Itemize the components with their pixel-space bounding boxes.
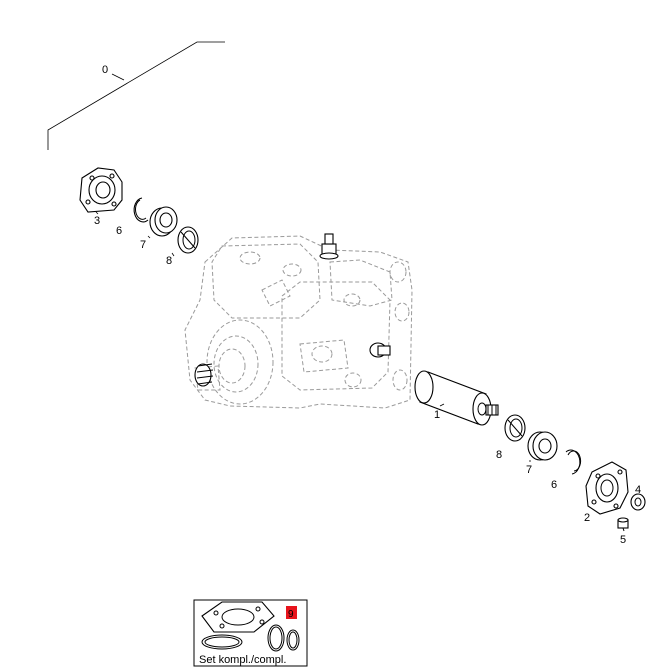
callout-bearing-right: 7 xyxy=(526,464,532,476)
callout-bearing-left: 7 xyxy=(140,239,146,251)
callout-cover-left: 3 xyxy=(94,215,100,227)
retaining-ring-right xyxy=(565,449,582,475)
kit-badge-number: 9 xyxy=(288,609,294,620)
cover-right xyxy=(585,461,629,515)
cover-left xyxy=(79,167,123,213)
bearing-left xyxy=(149,206,178,237)
plug xyxy=(630,493,646,511)
kit-badge xyxy=(286,606,297,619)
callout-assembly: 0 xyxy=(102,64,108,76)
drive-shaft-spline xyxy=(194,363,214,387)
callout-cover-right: 2 xyxy=(584,512,590,524)
screw xyxy=(617,517,629,532)
callout-seal-right: 8 xyxy=(496,449,502,461)
pump-housing-ghost xyxy=(184,235,413,409)
assembly-bracket xyxy=(47,41,225,150)
callout-seal-left: 8 xyxy=(166,255,172,267)
seal-right xyxy=(504,414,526,442)
retaining-ring-left xyxy=(133,197,149,223)
top-valve-fitting xyxy=(319,233,339,260)
bearing-right xyxy=(527,431,558,461)
kit-caption: Set kompl./compl. xyxy=(199,654,286,666)
callout-ring-right: 6 xyxy=(551,479,557,491)
callout-screw: 5 xyxy=(620,534,626,546)
callout-ring-left: 6 xyxy=(116,225,122,237)
callout-shaft: 1 xyxy=(434,409,440,421)
shaft-cylinder xyxy=(414,370,499,426)
side-fitting xyxy=(369,342,391,358)
callout-plug: 4 xyxy=(635,484,641,496)
seal-left xyxy=(177,226,199,254)
